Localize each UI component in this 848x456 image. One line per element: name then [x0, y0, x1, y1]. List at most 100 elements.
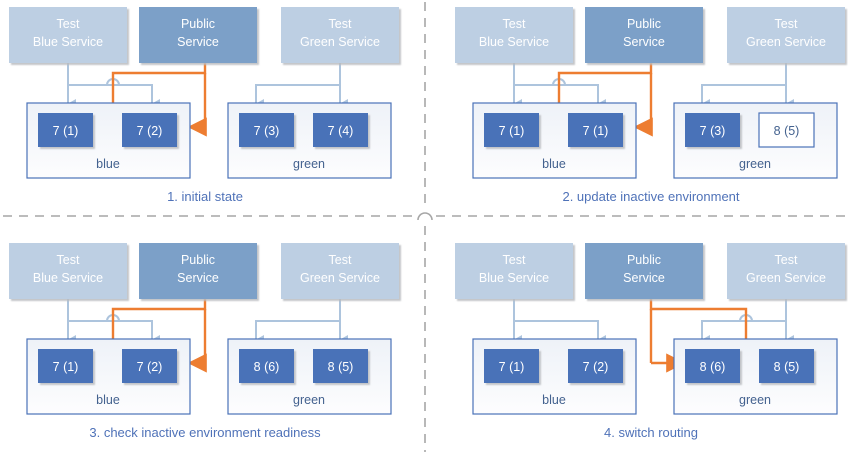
service-label-line1: Test	[775, 253, 798, 267]
panel-2-connector-test-green	[694, 63, 794, 117]
panel-1-service-test-blue[interactable]: Test Blue Service	[9, 7, 127, 63]
panel-3-service-test-blue[interactable]: Test Blue Service	[9, 243, 127, 299]
environment-label: blue	[96, 157, 120, 171]
pod-box	[122, 349, 177, 383]
service-label-line2: Green Service	[746, 271, 826, 285]
service-label-line2: Blue Service	[479, 271, 549, 285]
service-label-line2: Blue Service	[33, 35, 103, 49]
panel-4-environment-green[interactable]: 8 (6) 8 (5) green	[673, 338, 838, 415]
pod-box	[685, 113, 740, 147]
panel-4: 7 (1) 7 (2) blue 8 (6) 8 (5) green Test …	[455, 243, 845, 440]
panel-1-environment-green[interactable]: 7 (3) 7 (4) green	[227, 102, 392, 179]
panel-1-connector-test-blue	[60, 63, 160, 117]
panel-caption: 1. initial state	[167, 189, 243, 204]
service-label-line2: Green Service	[300, 35, 380, 49]
panel-3-service-public[interactable]: Public Service	[139, 243, 257, 299]
environment-label: blue	[96, 393, 120, 407]
pod-box-outline	[758, 112, 815, 148]
panel-4-service-public[interactable]: Public Service	[585, 243, 703, 299]
panel-4-service-test-green[interactable]: Test Green Service	[727, 243, 845, 299]
pod-box	[484, 349, 539, 383]
pod-box	[568, 349, 623, 383]
panel-2-service-public[interactable]: Public Service	[585, 7, 703, 63]
pod-box	[759, 349, 814, 383]
pod-box	[685, 349, 740, 383]
panel-2-service-test-blue[interactable]: Test Blue Service	[455, 7, 573, 63]
pod-label: 7 (3)	[254, 124, 280, 138]
pod-label: 7 (1)	[53, 124, 79, 138]
service-label-line1: Test	[503, 17, 526, 31]
pod-box	[568, 113, 623, 147]
pod-box	[38, 349, 93, 383]
pod-label: 8 (5)	[328, 360, 354, 374]
environment-label: green	[739, 393, 771, 407]
environment-label: green	[739, 157, 771, 171]
pod-box	[313, 113, 368, 147]
service-label-line2: Service	[623, 271, 665, 285]
panel-3-environment-green[interactable]: 8 (6) 8 (5) green	[227, 338, 392, 415]
panel-1-service-public[interactable]: Public Service	[139, 7, 257, 63]
panel-1: 7 (1) 7 (2) blue 7 (3) 7 (4) green Test …	[9, 7, 399, 204]
service-label-line1: Test	[775, 17, 798, 31]
panel-2: 7 (1) 7 (1) blue 7 (3) 8 (5) green Test …	[455, 7, 845, 204]
panel-1-service-test-green[interactable]: Test Green Service	[281, 7, 399, 63]
environment-label: blue	[542, 393, 566, 407]
pod-label: 8 (5)	[774, 124, 800, 138]
panel-3-connector-test-green	[248, 299, 348, 353]
pod-label: 7 (2)	[583, 360, 609, 374]
pod-label: 8 (5)	[774, 360, 800, 374]
pod-label: 7 (1)	[499, 360, 525, 374]
service-label-line1: Test	[503, 253, 526, 267]
pod-box	[38, 113, 93, 147]
service-label-line1: Public	[181, 17, 215, 31]
service-label-line1: Test	[329, 253, 352, 267]
service-label-line2: Service	[177, 35, 219, 49]
panel-1-connector-test-green	[248, 63, 348, 117]
pod-label: 8 (6)	[254, 360, 280, 374]
panel-3-service-test-green[interactable]: Test Green Service	[281, 243, 399, 299]
environment-label: green	[293, 393, 325, 407]
service-label-line1: Test	[329, 17, 352, 31]
panel-3: 7 (1) 7 (2) blue 8 (6) 8 (5) green Test …	[9, 243, 399, 440]
panel-2-environment-blue[interactable]: 7 (1) 7 (1) blue	[472, 102, 637, 179]
pod-box	[239, 349, 294, 383]
pod-box	[122, 113, 177, 147]
panel-caption: 2. update inactive environment	[562, 189, 739, 204]
service-label-line2: Blue Service	[33, 271, 103, 285]
environment-label: blue	[542, 157, 566, 171]
pod-label: 7 (1)	[583, 124, 609, 138]
pod-label: 8 (6)	[700, 360, 726, 374]
environment-label: green	[293, 157, 325, 171]
panel-4-environment-blue[interactable]: 7 (1) 7 (2) blue	[472, 338, 637, 415]
panel-3-connector-test-blue	[60, 299, 160, 353]
pod-label: 7 (2)	[137, 124, 163, 138]
service-label-line2: Service	[177, 271, 219, 285]
service-label-line1: Public	[181, 253, 215, 267]
pod-box	[239, 113, 294, 147]
panel-caption: 4. switch routing	[604, 425, 698, 440]
panel-4-service-test-blue[interactable]: Test Blue Service	[455, 243, 573, 299]
service-label-line2: Service	[623, 35, 665, 49]
pod-label: 7 (2)	[137, 360, 163, 374]
pod-label: 7 (3)	[700, 124, 726, 138]
panel-2-service-test-green[interactable]: Test Green Service	[727, 7, 845, 63]
pod-label: 7 (1)	[499, 124, 525, 138]
pod-label: 7 (1)	[53, 360, 79, 374]
service-label-line2: Blue Service	[479, 35, 549, 49]
pod-box	[484, 113, 539, 147]
panel-4-connector-test-blue	[506, 299, 606, 353]
service-label-line1: Test	[57, 17, 80, 31]
panel-2-environment-green[interactable]: 7 (3) 8 (5) green	[673, 102, 838, 179]
service-label-line1: Test	[57, 253, 80, 267]
service-label-line2: Green Service	[746, 35, 826, 49]
service-label-line1: Public	[627, 17, 661, 31]
panel-2-connector-test-blue	[506, 63, 606, 117]
panel-3-environment-blue[interactable]: 7 (1) 7 (2) blue	[26, 338, 191, 415]
service-label-line2: Green Service	[300, 271, 380, 285]
service-label-line1: Public	[627, 253, 661, 267]
panel-1-environment-blue[interactable]: 7 (1) 7 (2) blue	[26, 102, 191, 179]
pod-label: 7 (4)	[328, 124, 354, 138]
panel-4-connector-test-green	[694, 299, 794, 353]
